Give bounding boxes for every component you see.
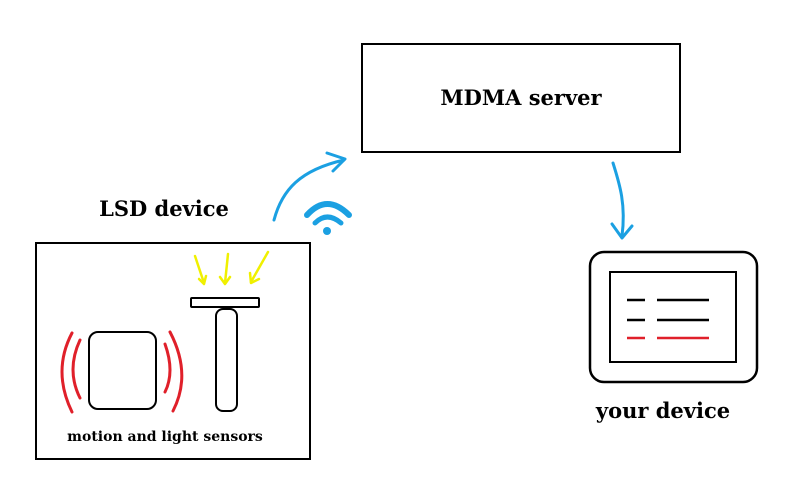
download-arrow	[610, 161, 634, 240]
tablet-frame	[588, 250, 759, 384]
mdma-server: MDMA server	[361, 43, 681, 153]
motion-sensor-icon	[88, 331, 157, 410]
light-sensor-icon	[190, 297, 260, 412]
your-device: your device	[588, 250, 759, 423]
upload-arrow-head	[325, 151, 347, 173]
upload-arrow-shaft	[272, 158, 346, 222]
lsd-device-caption: motion and light sensors	[67, 429, 263, 445]
lsd-device-box	[35, 242, 311, 460]
wifi-icon	[304, 201, 352, 235]
motion-waves-icon	[60, 330, 184, 414]
server-box	[361, 43, 681, 153]
download-arrow-shaft	[611, 161, 625, 238]
tablet-screen	[609, 271, 737, 363]
light-rays-icon	[193, 250, 270, 286]
lsd-device: motion and light sensors	[35, 242, 311, 460]
your-device-label: your device	[595, 398, 730, 423]
screen-lines	[627, 298, 709, 340]
lsd-device-title: LSD device	[99, 196, 229, 221]
server-label: MDMA server	[440, 85, 602, 110]
download-arrow-head	[610, 222, 634, 240]
upload-arrow	[272, 151, 347, 222]
